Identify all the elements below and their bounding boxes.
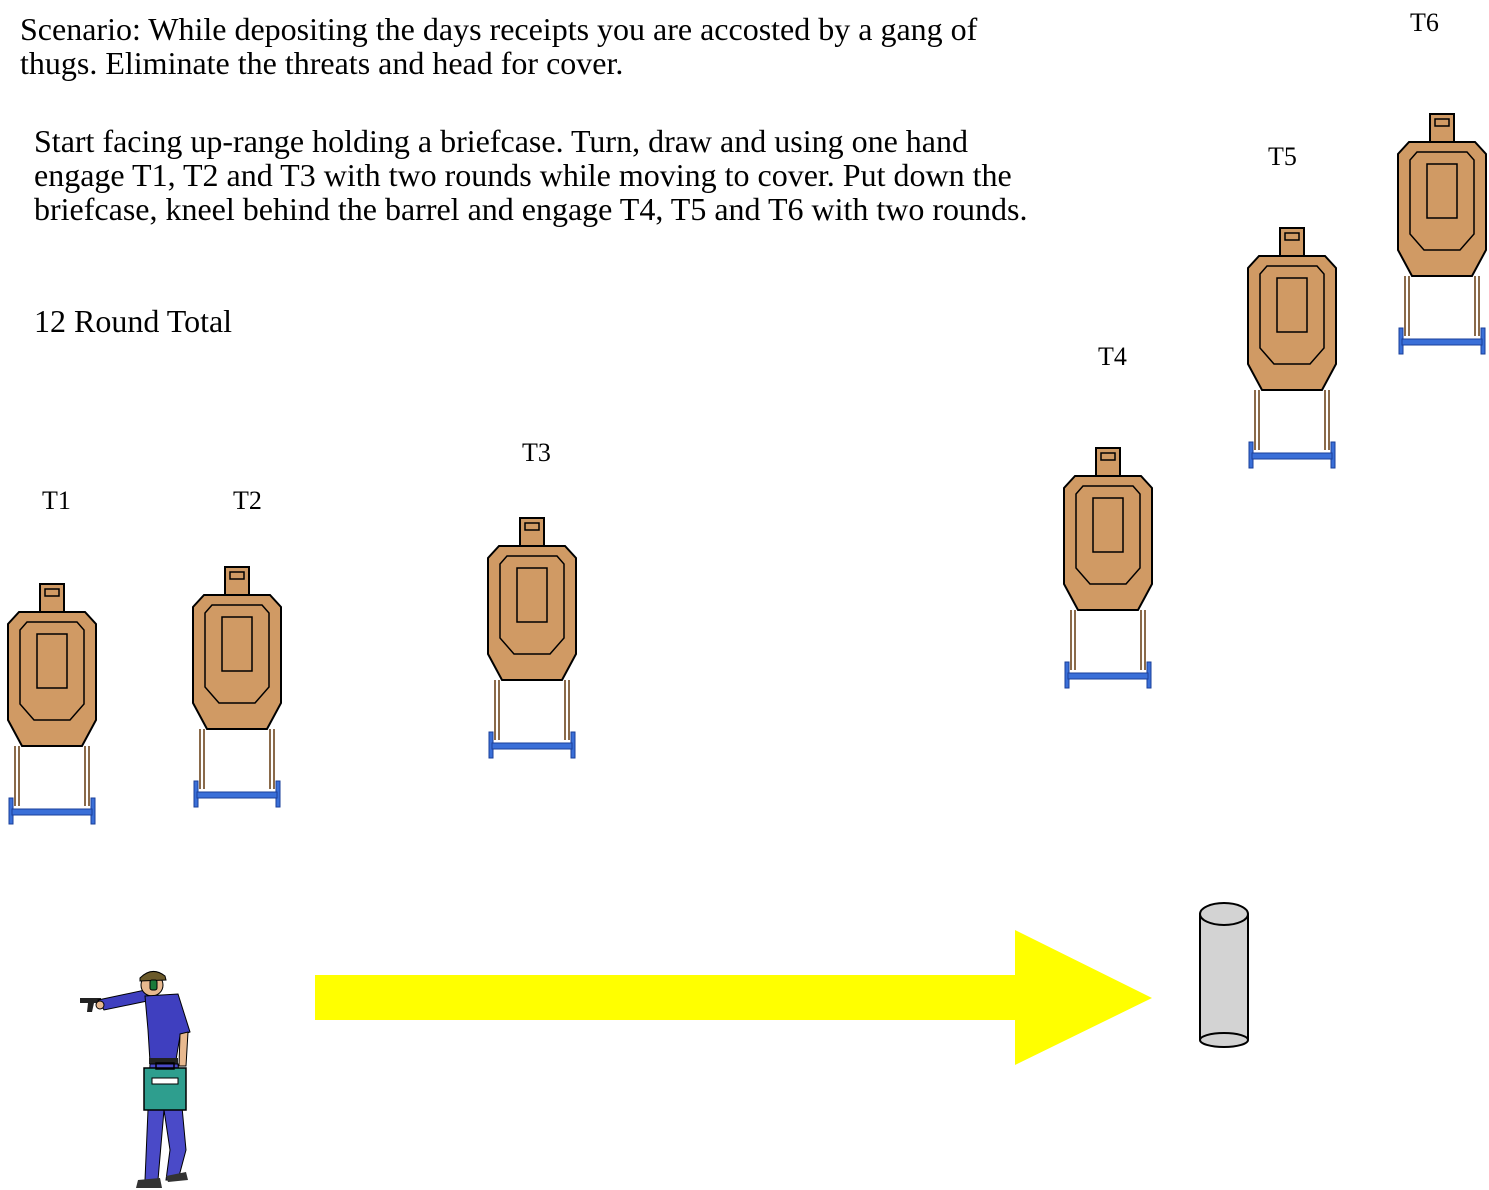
barrel-cover [1200,903,1248,1047]
target-t5-stand [1248,228,1336,468]
target-t2-stand [193,567,281,807]
movement-arrow [315,930,1152,1065]
shooter-figure [80,971,190,1188]
target-t4-stand [1064,448,1152,688]
target-t3-stand [488,518,576,758]
target-t1-stand [8,584,96,824]
target-t6-stand [1398,114,1486,354]
